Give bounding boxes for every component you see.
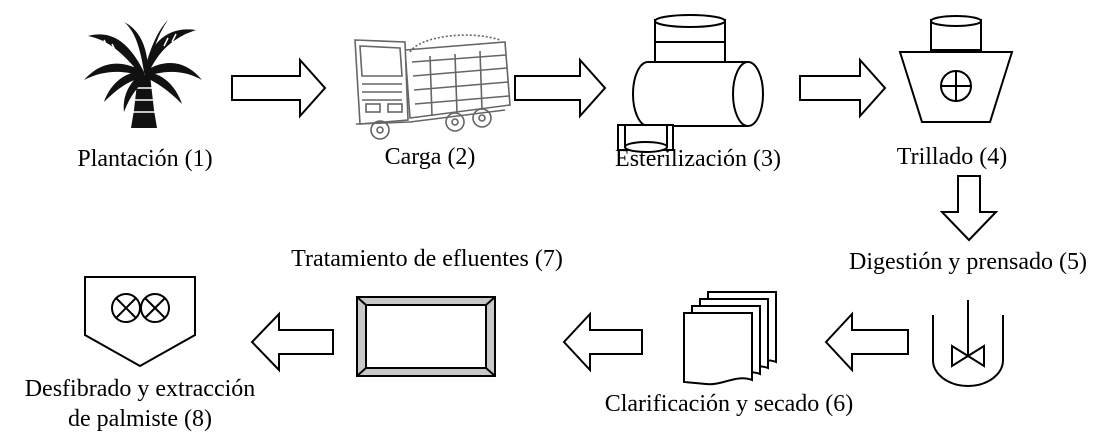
step-label-esterilizacion: Esterilización (3) (615, 146, 781, 172)
arrow-1-to-2 (231, 57, 327, 119)
step-label-trillado: Trillado (4) (896, 144, 1008, 170)
step-label-tratamiento: Tratamiento de efluentes (7) (291, 246, 563, 272)
digester-press-icon (932, 300, 1004, 387)
step-label-desfibrado: Desfibrado y extracción de palmiste (8) (25, 374, 256, 434)
palm-tree-icon (84, 20, 202, 128)
step-label-clarificacion: Clarificación y secado (6) (604, 391, 854, 417)
step-label-digestion: Digestión y prensado (5) (849, 249, 1087, 275)
arrow-4-to-5 (939, 175, 999, 242)
arrow-7-to-8 (250, 311, 334, 373)
thresher-icon (898, 15, 1014, 123)
step-label-desfibrado-line1: Desfibrado y extracción (24, 376, 256, 402)
clarifier-documents-icon (683, 291, 777, 386)
arrow-5-to-6 (824, 311, 909, 373)
effluent-tank-icon (356, 296, 496, 377)
sterilizer-vessel-icon (617, 14, 764, 153)
step-label-desfibrado-line2: de palmiste (8) (68, 406, 212, 432)
step-label-carga: Carga (2) (384, 144, 476, 170)
arrow-3-to-4 (799, 57, 887, 119)
truck-icon (354, 34, 511, 140)
arrow-6-to-7 (562, 311, 643, 373)
step-label-plantacion: Plantación (1) (77, 146, 213, 172)
defibrator-icon (84, 276, 196, 368)
arrow-2-to-3 (514, 57, 607, 119)
